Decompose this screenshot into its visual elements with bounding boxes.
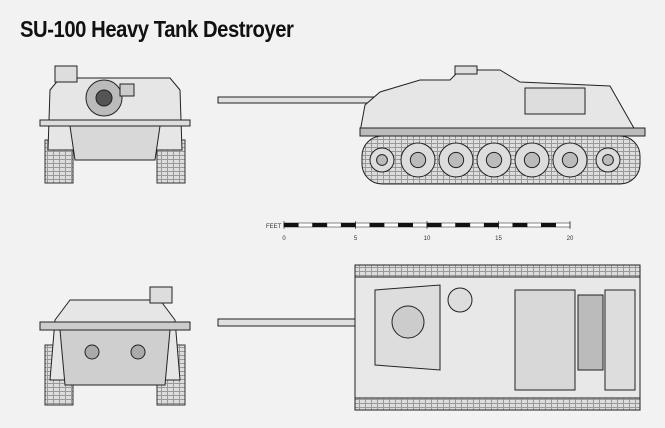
scale-segment (469, 222, 485, 228)
scale-tick-label: 15 (495, 236, 502, 242)
scale-segment (383, 222, 399, 228)
scale-segment (541, 222, 556, 228)
scale-segment (312, 222, 328, 228)
scale-segment (555, 222, 571, 228)
wheel-hub (376, 154, 388, 166)
wheel-hub (561, 151, 579, 169)
scale-bar: FEET 0 5 10 15 20 (266, 221, 574, 242)
scale-segment (512, 222, 528, 228)
scale-segment (426, 222, 442, 228)
top-view (217, 264, 641, 411)
scale-segment (483, 222, 499, 228)
scale-tick-label: 0 (282, 236, 286, 242)
scale-segment (369, 222, 385, 228)
wheel-hub (447, 151, 465, 169)
scale-segment (398, 222, 413, 228)
scale-segment (298, 222, 313, 228)
rear-view (39, 286, 191, 406)
scale-segment (498, 222, 514, 228)
scale-segment (355, 222, 371, 228)
scale-tick-label: 5 (354, 236, 358, 242)
wheel-hub (409, 151, 427, 169)
scale-segment (441, 222, 456, 228)
wheel-hub (485, 151, 503, 169)
scale-segment (326, 222, 342, 228)
scale-tick-label: 20 (567, 236, 574, 242)
front-view (39, 65, 191, 184)
scale-segment (412, 222, 428, 228)
scale-unit-label: FEET (266, 224, 282, 230)
page-title: SU-100 Heavy Tank Destroyer (20, 16, 294, 42)
wheel-hub (523, 151, 541, 169)
scale-segment (340, 222, 356, 228)
wheel-hub (602, 154, 614, 166)
scale-segment (283, 222, 299, 228)
scale-segment (455, 222, 471, 228)
scale-segment (526, 222, 542, 228)
scale-tick-label: 10 (424, 236, 431, 242)
side-view (217, 65, 646, 185)
